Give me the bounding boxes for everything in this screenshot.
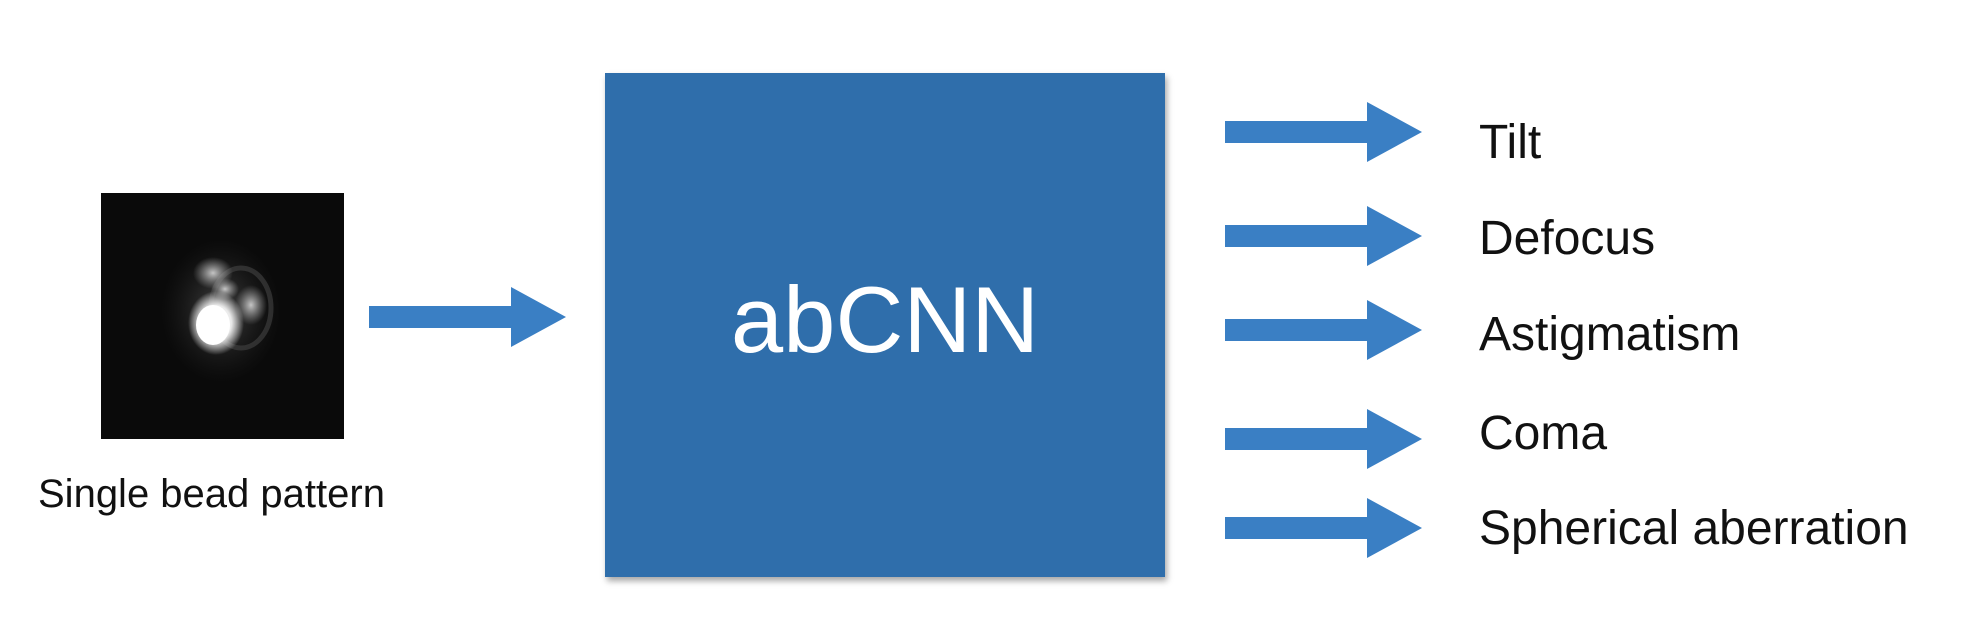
input-arrow	[369, 287, 566, 347]
output-arrow-astigmatism	[1225, 300, 1422, 360]
output-arrow-spherical-aberration	[1225, 498, 1422, 558]
abcnn-box: abCNN	[605, 73, 1165, 577]
output-label-coma: Coma	[1479, 407, 1608, 460]
output-label-astigmatism: Astigmatism	[1479, 308, 1741, 361]
output-arrow-defocus	[1225, 206, 1422, 266]
output-label-tilt: Tilt	[1479, 116, 1542, 169]
output-label-defocus: Defocus	[1479, 212, 1656, 265]
output-arrow-coma	[1225, 409, 1422, 469]
output-label-spherical-aberration: Spherical aberration	[1479, 502, 1909, 555]
output-arrow-tilt	[1225, 102, 1422, 162]
bead-caption: Single bead pattern	[38, 472, 385, 516]
single-bead-image	[101, 193, 344, 439]
model-label: abCNN	[730, 267, 1040, 372]
